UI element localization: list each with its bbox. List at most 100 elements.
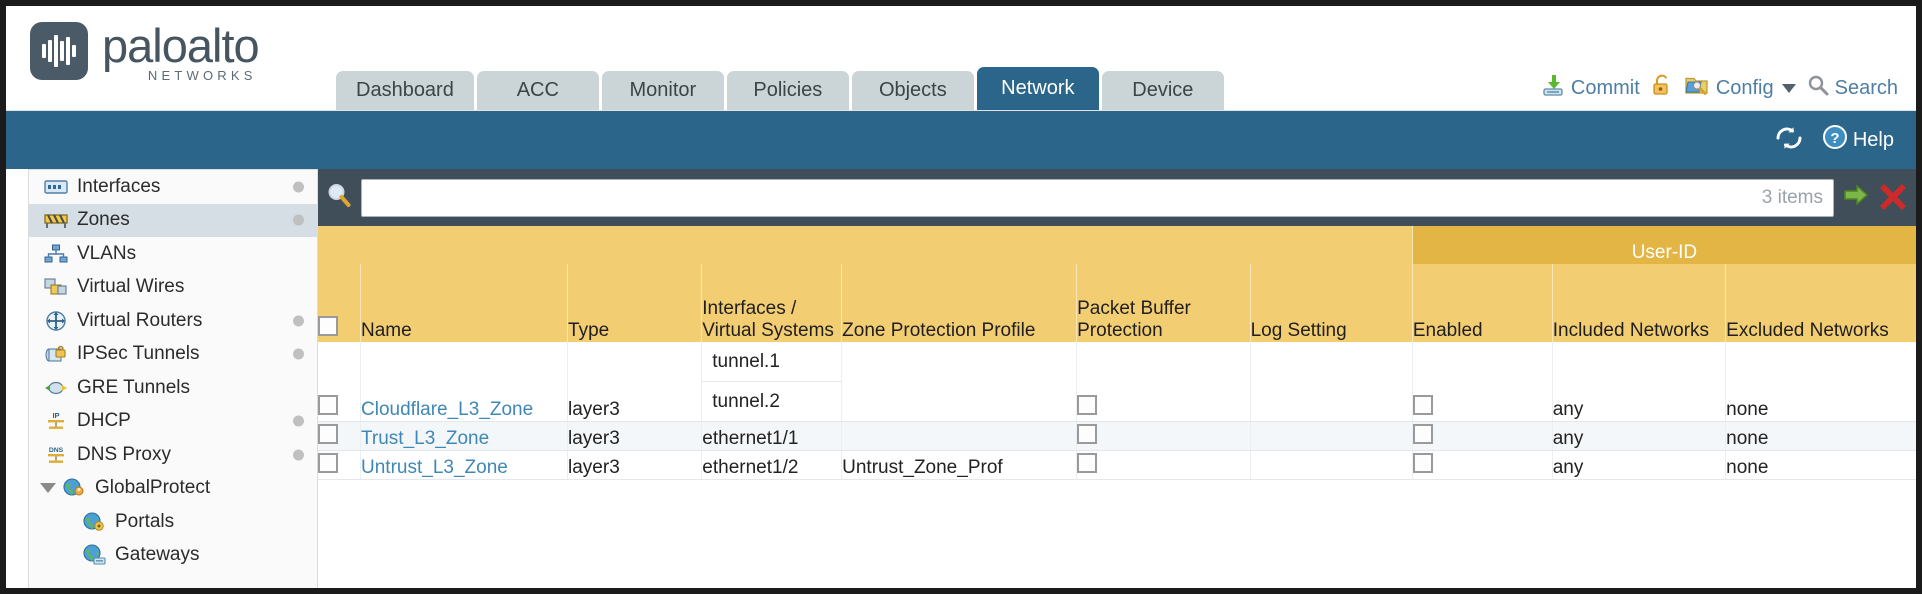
row-zone-protection-cell [841, 342, 1078, 422]
search-icon [1807, 74, 1829, 102]
tab-device[interactable]: Device [1101, 71, 1224, 110]
zones-table-scroll[interactable]: User-ID Name Type Interfaces / Virtual S… [318, 226, 1916, 588]
row-type-cell: layer3 [567, 421, 703, 451]
chevron-down-icon[interactable] [1781, 83, 1796, 93]
sidebar-item-dhcp[interactable]: IP DHCP [29, 405, 317, 439]
header-actions: Commit [1541, 73, 1898, 103]
packet-buffer-checkbox[interactable] [1077, 453, 1098, 473]
config-menu[interactable]: Config [1684, 73, 1796, 103]
row-checkbox[interactable] [318, 395, 338, 415]
select-all-header [318, 264, 362, 342]
column-header-included-networks[interactable]: Included Networks [1552, 264, 1727, 342]
sidebar-item-gre-tunnels[interactable]: GRE Tunnels [29, 371, 317, 405]
sidebar-item-label: DNS Proxy [77, 443, 171, 465]
table-row[interactable]: Untrust_L3_Zone layer3 ethernet1/2 Untru… [318, 450, 1916, 480]
row-packet-buffer-cell [1076, 342, 1251, 422]
row-packet-buffer-cell [1076, 450, 1251, 480]
column-header-log-setting[interactable]: Log Setting [1250, 264, 1413, 342]
sidebar-item-dns-proxy[interactable]: DNS DNS Proxy [29, 438, 317, 472]
packet-buffer-checkbox[interactable] [1077, 424, 1098, 444]
ipsec-tunnels-icon [43, 343, 69, 365]
tab-acc[interactable]: ACC [476, 71, 599, 110]
zone-name-link[interactable]: Untrust_L3_Zone [361, 457, 508, 478]
column-header-excluded-networks[interactable]: Excluded Networks [1725, 264, 1916, 342]
filter-toolbar: 3 items [318, 169, 1916, 226]
sidebar-item-label: Portals [115, 510, 175, 532]
band-actions: ? Help [1774, 124, 1894, 156]
lock-button[interactable] [1651, 73, 1673, 103]
sidebar-item-globalprotect[interactable]: GlobalProtect [29, 472, 317, 506]
table-header-row: Name Type Interfaces / Virtual Systems Z… [318, 264, 1916, 342]
tab-monitor[interactable]: Monitor [601, 71, 724, 110]
search-button[interactable]: Search [1807, 74, 1898, 102]
sidebar-item-gateways[interactable]: Gateways [29, 539, 317, 573]
sidebar-item-label: Zones [77, 209, 130, 231]
tab-network[interactable]: Network [976, 67, 1099, 110]
commit-button[interactable]: Commit [1541, 73, 1640, 103]
row-included-networks-cell: any [1552, 421, 1727, 451]
refresh-icon[interactable] [1774, 125, 1804, 156]
zone-name-link[interactable]: Trust_L3_Zone [361, 428, 490, 449]
status-dot [293, 214, 304, 226]
search-label: Search [1834, 76, 1898, 99]
row-name-cell: Cloudflare_L3_Zone [360, 342, 569, 422]
zones-icon [43, 209, 69, 231]
filter-search-icon[interactable] [324, 180, 354, 215]
packet-buffer-checkbox[interactable] [1077, 395, 1098, 415]
sidebar-item-label: GlobalProtect [95, 477, 211, 499]
items-count-label: 3 items [1761, 186, 1823, 208]
sidebar-item-label: Virtual Routers [77, 309, 203, 331]
sidebar-item-virtual-wires[interactable]: Virtual Wires [29, 271, 317, 305]
sidebar-item-vlans[interactable]: VLANs [29, 237, 317, 271]
commit-icon [1541, 73, 1565, 103]
row-userid-enabled-cell [1412, 342, 1553, 422]
column-header-zone-protection-profile[interactable]: Zone Protection Profile [841, 264, 1078, 342]
commit-label: Commit [1570, 76, 1640, 99]
apply-filter-icon[interactable] [1841, 180, 1871, 215]
zone-name-link[interactable]: Cloudflare_L3_Zone [361, 399, 534, 420]
globalprotect-icon [61, 477, 87, 499]
help-button[interactable]: ? Help [1822, 124, 1894, 156]
row-log-setting-cell [1250, 450, 1413, 480]
tab-dashboard[interactable]: Dashboard [336, 71, 474, 110]
main-tabs: Dashboard ACC Monitor Policies Objects N… [336, 67, 1224, 110]
paloalto-logo-icon [30, 22, 88, 80]
row-userid-enabled-cell [1412, 450, 1553, 480]
column-header-packet-buffer-protection[interactable]: Packet Buffer Protection [1076, 264, 1251, 342]
row-included-networks-cell: any [1552, 450, 1727, 480]
column-header-name[interactable]: Name [360, 264, 569, 342]
row-select-cell [318, 421, 362, 451]
row-checkbox[interactable] [318, 424, 338, 444]
column-header-userid-enabled[interactable]: Enabled [1412, 264, 1553, 342]
sidebar-item-ipsec-tunnels[interactable]: IPSec Tunnels [29, 338, 317, 372]
filter-input[interactable] [372, 186, 1752, 209]
tree-collapse-icon[interactable] [40, 483, 56, 494]
table-row[interactable]: Trust_L3_Zone layer3 ethernet1/1 [318, 421, 1916, 451]
column-header-type[interactable]: Type [567, 264, 703, 342]
portals-icon [81, 511, 107, 533]
interfaces-icon [43, 176, 69, 198]
column-header-interfaces[interactable]: Interfaces / Virtual Systems [701, 264, 843, 342]
userid-enabled-checkbox[interactable] [1412, 395, 1433, 415]
sidebar-item-interfaces[interactable]: Interfaces [29, 170, 317, 204]
filter-input-wrap[interactable]: 3 items [361, 178, 1834, 217]
config-label: Config [1715, 76, 1774, 99]
tab-objects[interactable]: Objects [851, 71, 974, 110]
userid-enabled-checkbox[interactable] [1412, 453, 1433, 473]
sidebar-item-zones[interactable]: Zones [29, 203, 317, 237]
sidebar-item-label: Interfaces [77, 175, 161, 197]
brand-text: paloalto NETWORKS [102, 20, 260, 84]
status-dot [293, 315, 304, 327]
tab-policies[interactable]: Policies [726, 71, 849, 110]
sidebar-item-portals[interactable]: Portals [29, 505, 317, 539]
sidebar-item-label: VLANs [77, 242, 137, 264]
sidebar-item-virtual-routers[interactable]: Virtual Routers [29, 304, 317, 338]
sidebar-item-label: GRE Tunnels [77, 376, 190, 398]
table-row[interactable]: Cloudflare_L3_Zone layer3 tunnel.1 tunne… [318, 342, 1916, 422]
row-checkbox[interactable] [318, 453, 338, 473]
status-dot [293, 348, 304, 360]
userid-enabled-checkbox[interactable] [1412, 424, 1433, 444]
select-all-checkbox[interactable] [318, 316, 338, 336]
clear-filter-icon[interactable] [1878, 180, 1908, 215]
interface-item: tunnel.2 [712, 391, 780, 412]
